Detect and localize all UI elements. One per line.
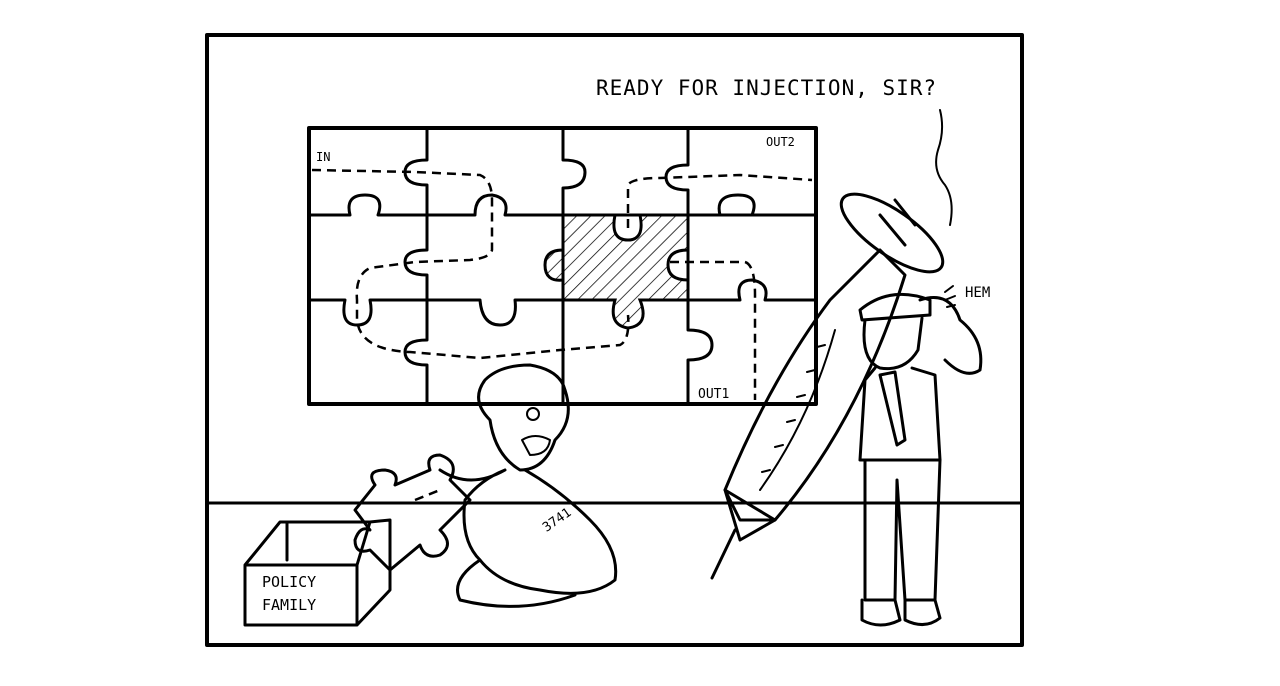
dashed-flow-path [311, 168, 813, 400]
syringe [710, 192, 945, 580]
label-out2: OUT2 [766, 135, 795, 149]
sound-effect-hem: HEM [965, 285, 990, 301]
speech-tail [935, 109, 953, 226]
hatched-missing-piece [543, 213, 690, 330]
label-out1: OUT1 [698, 387, 729, 402]
prisoner-figure: 3741 [353, 363, 618, 608]
panel-frame [205, 33, 1024, 647]
officer-figure [858, 292, 983, 627]
box-label-line1: POLICY [262, 573, 316, 591]
policy-family-box: POLICY FAMILY [243, 518, 392, 627]
speech-text: READY FOR INJECTION, SIR? [596, 76, 937, 100]
box-label-line2: FAMILY [262, 596, 316, 614]
puzzle-board: IN OUT2 OUT1 [307, 126, 818, 406]
prisoner-number: 3741 [540, 505, 574, 535]
label-in: IN [316, 150, 330, 164]
held-puzzle-piece [353, 453, 472, 572]
